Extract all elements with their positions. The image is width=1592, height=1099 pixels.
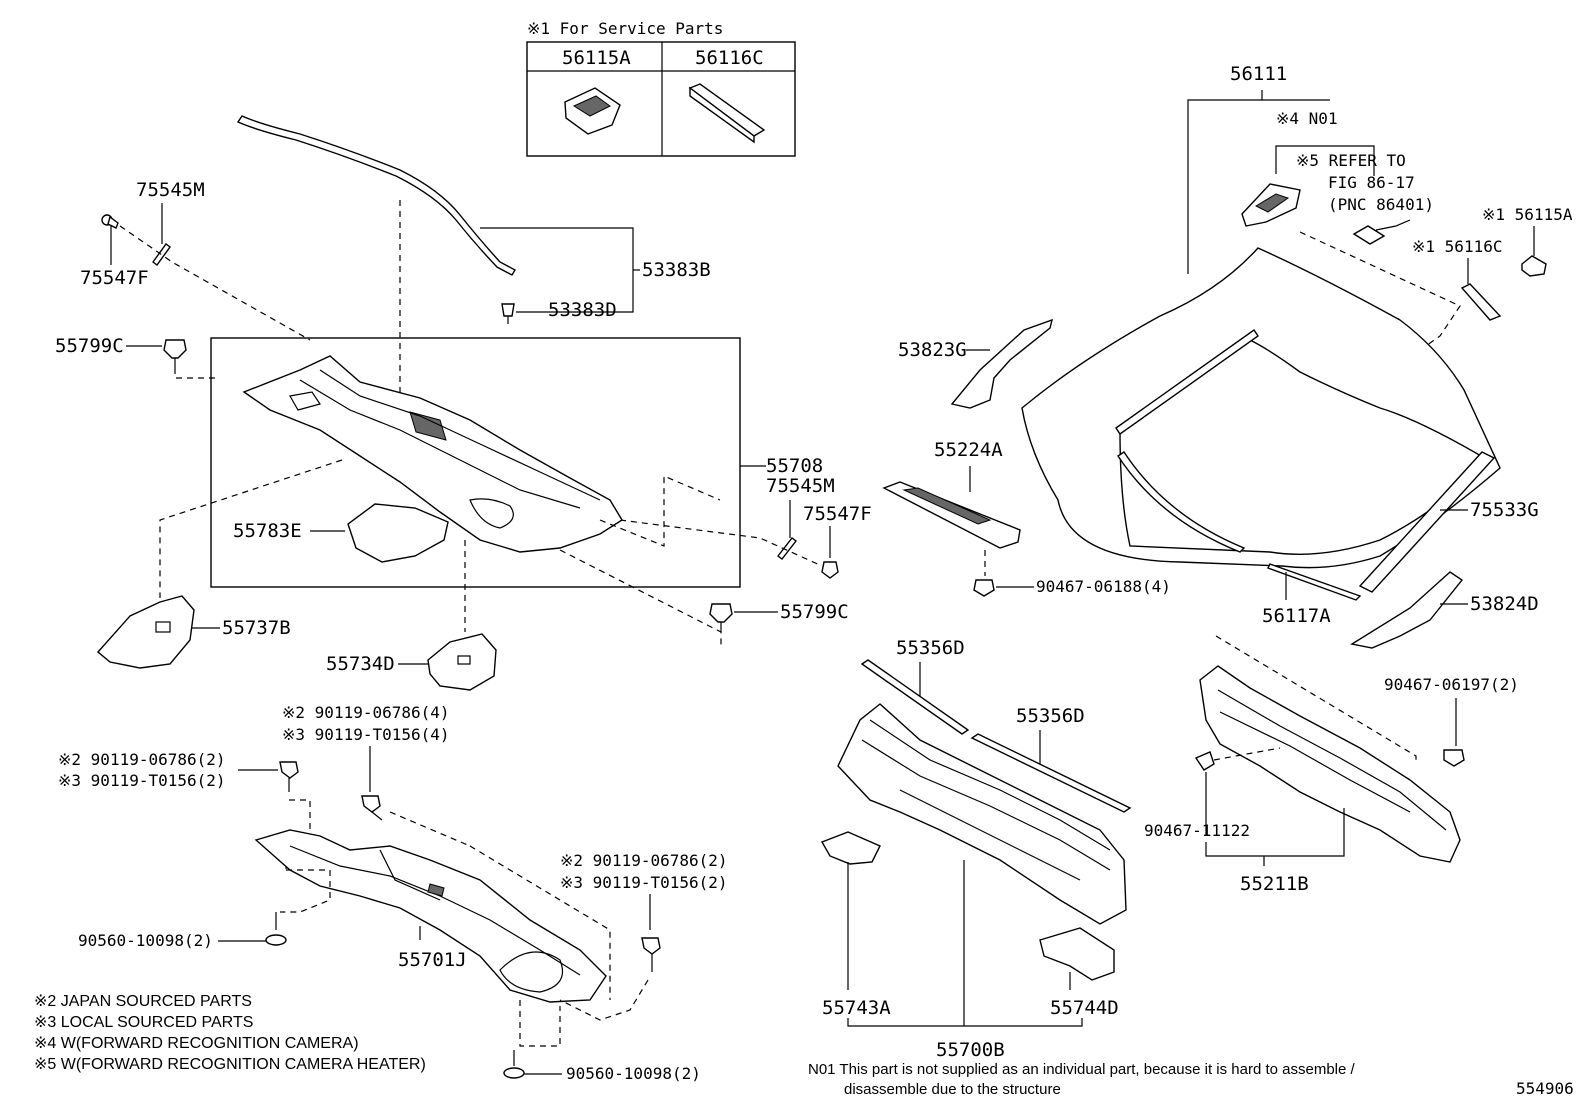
label-screw-left-1: ※2 90119-06786(2) bbox=[58, 750, 226, 769]
part-56116C bbox=[1460, 283, 1502, 321]
label-75547F-left: 75547F bbox=[80, 267, 149, 289]
clip-75547F-right bbox=[821, 561, 839, 579]
label-55701J: 55701J bbox=[398, 949, 467, 971]
clip-53383D bbox=[501, 303, 515, 324]
camera-heater bbox=[1352, 219, 1411, 245]
label-55799C-left: 55799C bbox=[55, 335, 124, 357]
label-N01: ※4 N01 bbox=[1276, 109, 1338, 128]
part-56115A bbox=[1521, 255, 1547, 277]
label-53383B: 53383B bbox=[642, 259, 711, 281]
label-screw-top-2: ※3 90119-T0156(4) bbox=[282, 725, 450, 744]
label-55356D-right: 55356D bbox=[1016, 705, 1085, 727]
label-90467-06188: 90467-06188(4) bbox=[1036, 577, 1171, 596]
label-screw-right-1: ※2 90119-06786(2) bbox=[560, 851, 728, 870]
n01-note-line1: N01 This part is not supplied as an indi… bbox=[808, 1061, 1356, 1078]
seal-75545M-left bbox=[152, 243, 171, 266]
cowl-inner-panel-55701J bbox=[254, 829, 607, 1003]
bracket-55743A bbox=[820, 831, 881, 865]
figure-number: 554906 bbox=[1516, 1079, 1574, 1098]
bracket-55737B bbox=[96, 595, 195, 669]
part-56116C-thumbnail bbox=[688, 83, 766, 144]
label-56115A-right: ※1 56115A bbox=[1482, 205, 1573, 224]
cowl-panel-55211B bbox=[1199, 665, 1461, 863]
label-55700B: 55700B bbox=[936, 1039, 1005, 1061]
label-55799C-right: 55799C bbox=[780, 601, 849, 623]
label-screw-top-1: ※2 90119-06786(4) bbox=[282, 703, 450, 722]
clip-55799C-right bbox=[709, 603, 733, 632]
footnotes: ※2 JAPAN SOURCED PARTS ※3 LOCAL SOURCED … bbox=[34, 993, 426, 1073]
service-parts-col1: 56115A bbox=[562, 47, 631, 69]
label-refer-3: (PNC 86401) bbox=[1328, 195, 1434, 214]
bolt-right bbox=[641, 937, 661, 972]
grommet-left bbox=[265, 934, 287, 946]
label-53823G: 53823G bbox=[898, 339, 967, 361]
label-75547F-right: 75547F bbox=[803, 503, 872, 525]
label-55356D-left: 55356D bbox=[896, 637, 965, 659]
cowl-top-panel bbox=[242, 355, 623, 553]
garnish-53824D bbox=[1350, 571, 1464, 649]
label-55734D: 55734D bbox=[326, 653, 395, 675]
label-90467-11122: 90467-11122 bbox=[1144, 821, 1250, 840]
molding-upper bbox=[1115, 329, 1259, 435]
dam-75533G bbox=[1358, 451, 1496, 593]
label-75545M-left: 75545M bbox=[136, 179, 205, 201]
clip-90467-06188 bbox=[973, 579, 995, 597]
label-55743A: 55743A bbox=[822, 997, 891, 1019]
label-55783E: 55783E bbox=[233, 520, 302, 542]
label-screw-right-2: ※3 90119-T0156(2) bbox=[560, 873, 728, 892]
molding-lower bbox=[1117, 451, 1246, 553]
label-56116C-right: ※1 56116C bbox=[1412, 237, 1502, 256]
bolt-left bbox=[279, 761, 299, 792]
clip-55799C-left bbox=[163, 339, 187, 368]
windshield-glass-56111 bbox=[1021, 247, 1501, 569]
footnote-3: ※3 LOCAL SOURCED PARTS bbox=[34, 1014, 253, 1031]
cowl-weatherstrip-53383B bbox=[236, 115, 516, 276]
label-53383D: 53383D bbox=[548, 299, 617, 321]
label-55211B: 55211B bbox=[1240, 873, 1309, 895]
footnote-2: ※2 JAPAN SOURCED PARTS bbox=[34, 993, 252, 1010]
footnote-4: ※4 W(FORWARD RECOGNITION CAMERA) bbox=[34, 1035, 359, 1052]
label-55737B: 55737B bbox=[222, 617, 291, 639]
assembly-box-55708 bbox=[210, 337, 741, 588]
seal-55356D-right bbox=[970, 733, 1132, 813]
cowl-panel-55700B bbox=[837, 703, 1127, 925]
label-90560-right: 90560-10098(2) bbox=[566, 1064, 701, 1083]
part-56115A-thumbnail bbox=[564, 87, 621, 135]
bracket-55783E bbox=[347, 503, 449, 563]
clip-75547F-left bbox=[101, 214, 119, 229]
seal-55356D-left bbox=[860, 659, 970, 735]
panel-55224A bbox=[882, 481, 1021, 549]
molding-56117A bbox=[1267, 563, 1362, 601]
clip-90467-11122 bbox=[1194, 751, 1215, 771]
label-53824D: 53824D bbox=[1470, 593, 1539, 615]
label-90467-06197: 90467-06197(2) bbox=[1384, 675, 1519, 694]
seal-75545M-right bbox=[777, 537, 797, 560]
label-refer-2: FIG 86-17 bbox=[1328, 173, 1415, 192]
clip-90467-06197 bbox=[1443, 749, 1465, 767]
grommet-right bbox=[503, 1067, 525, 1079]
service-parts-header: ※1 For Service Parts bbox=[527, 19, 723, 38]
label-screw-left-2: ※3 90119-T0156(2) bbox=[58, 771, 226, 790]
service-parts-col2: 56116C bbox=[695, 47, 764, 69]
label-refer-1: ※5 REFER TO bbox=[1296, 151, 1406, 170]
label-55224A: 55224A bbox=[934, 439, 1003, 461]
label-55708: 55708 bbox=[766, 455, 823, 477]
n01-note-line2: disassemble due to the structure bbox=[844, 1081, 1061, 1098]
label-56111: 56111 bbox=[1230, 63, 1287, 85]
label-55744D: 55744D bbox=[1050, 997, 1119, 1019]
label-75533G: 75533G bbox=[1470, 499, 1539, 521]
bolt-top bbox=[361, 795, 383, 821]
bracket-55744D bbox=[1039, 927, 1115, 981]
label-75545M-right: 75545M bbox=[766, 475, 835, 497]
camera-bracket-N01 bbox=[1241, 183, 1301, 227]
bracket-55734D bbox=[427, 633, 497, 691]
label-90560-left: 90560-10098(2) bbox=[78, 931, 213, 950]
service-parts-table bbox=[526, 41, 796, 157]
footnote-5: ※5 W(FORWARD RECOGNITION CAMERA HEATER) bbox=[34, 1056, 426, 1073]
label-56117A: 56117A bbox=[1262, 605, 1331, 627]
garnish-53823G bbox=[950, 318, 1053, 409]
